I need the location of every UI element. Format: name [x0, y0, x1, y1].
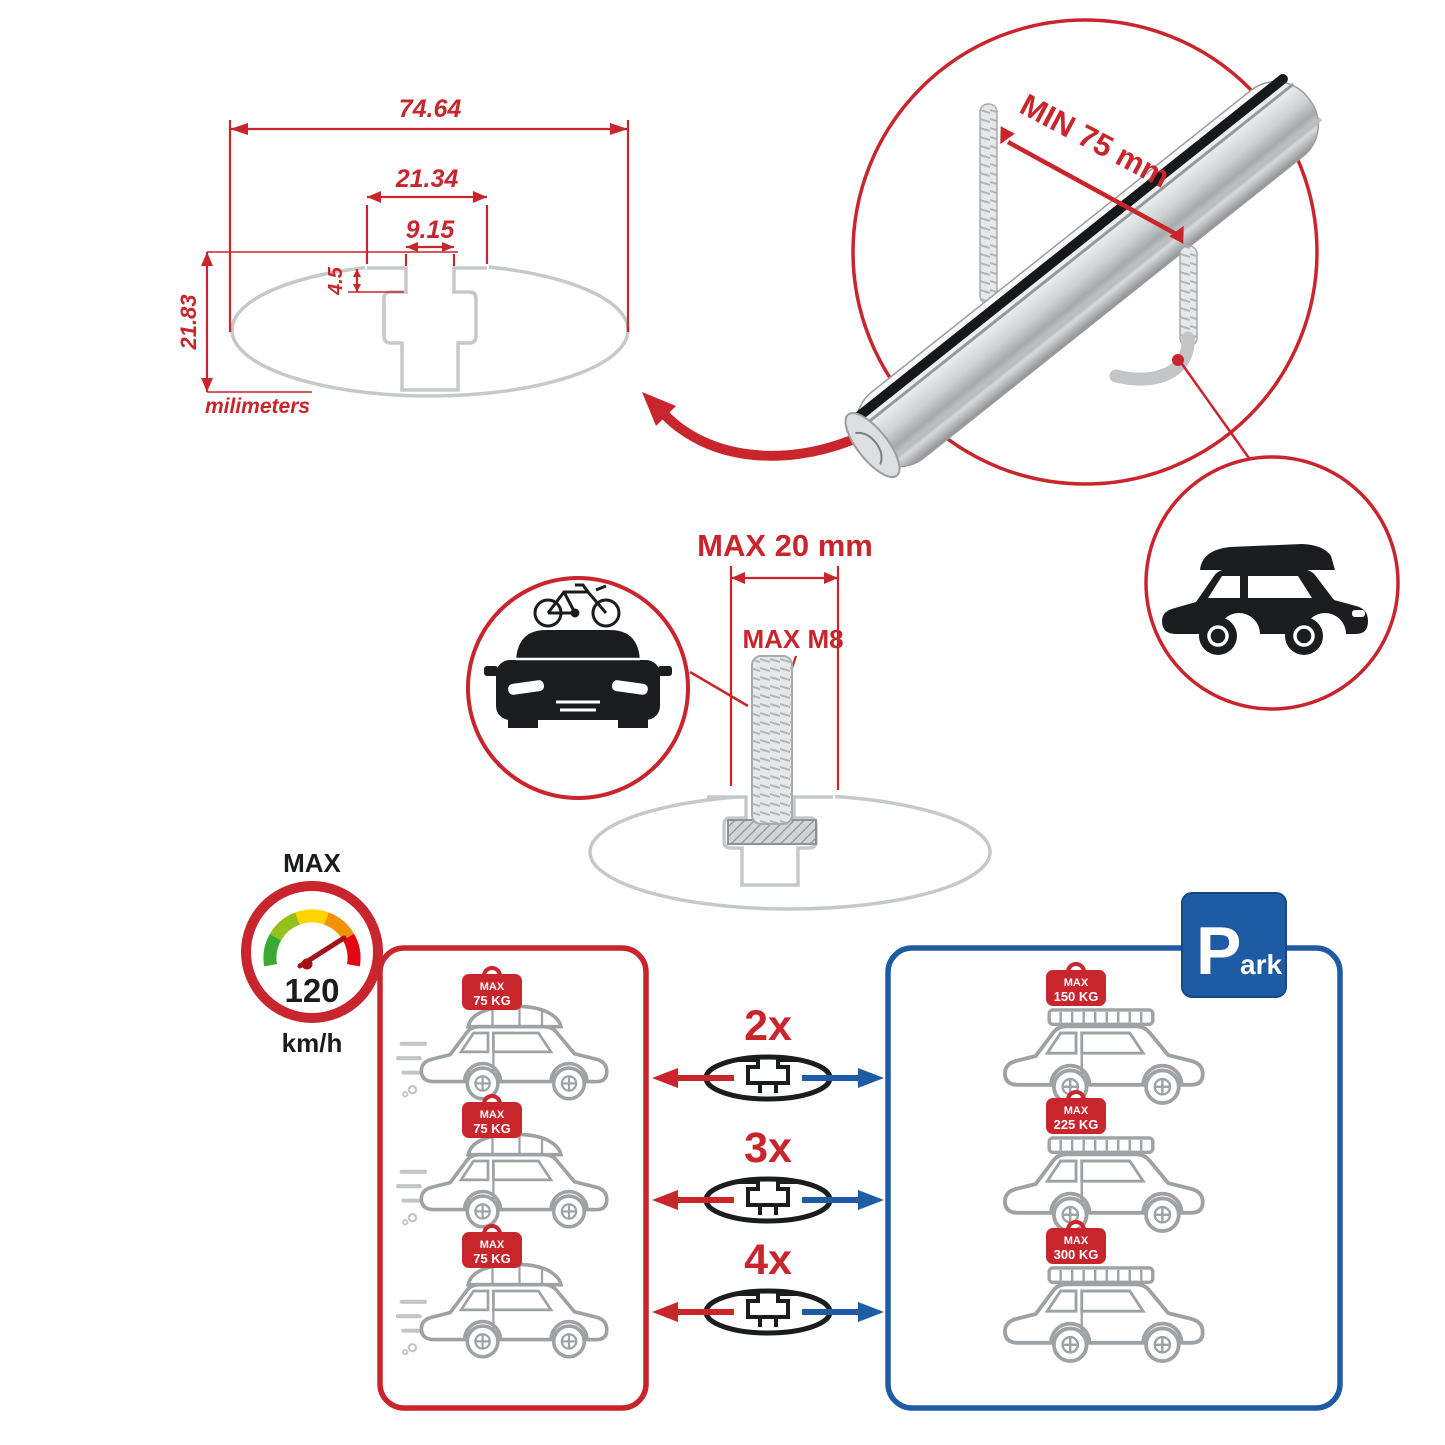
speedometer-icon	[263, 909, 361, 967]
dimension-lip-depth-label: 4.5	[325, 266, 347, 296]
connector-line-to-car	[1180, 363, 1258, 469]
bar-count-label: 3x	[744, 1124, 792, 1172]
load-tag-parked-3: MAX 300 KG	[1046, 1220, 1106, 1264]
load-tag-parked-1: MAX 150 KG	[1046, 962, 1106, 1006]
load-tag-max-label: MAX	[480, 981, 505, 993]
dimension-channel-width	[365, 191, 489, 264]
max-thread-label: MAX M8	[742, 624, 843, 654]
arrow-to-driving-head	[652, 1302, 678, 1322]
load-tag-max-label: MAX	[480, 1109, 505, 1121]
load-tag-max-label: MAX	[1064, 1235, 1089, 1247]
parking-sign: P ark	[1181, 892, 1287, 998]
dimension-profile-height	[201, 251, 458, 393]
crossbar-render	[844, 74, 1323, 478]
roofbox-car-badge	[1144, 455, 1400, 711]
bar-count-row-3x: 3x	[652, 1124, 884, 1221]
load-tag-weight: 75 KG	[473, 1251, 511, 1266]
arrow-to-driving-head	[652, 1190, 678, 1210]
dimension-slot-opening	[404, 242, 456, 266]
dimension-total-width	[228, 120, 630, 332]
dimension-bolt-width	[729, 566, 840, 790]
speed-limit-badge: MAX 120 km/h	[241, 848, 383, 1058]
car-front-icon	[484, 630, 672, 728]
cross-section-diagram: 74.64 21.34 9.15 4.5	[176, 95, 630, 418]
gauge-pivot	[301, 958, 313, 970]
roofbox-car-icon	[1162, 544, 1368, 655]
max-length-label: MAX 20 mm	[697, 528, 873, 563]
arrow-to-parked-head	[858, 1190, 884, 1210]
bolt-detail: MAX 20 mm MAX M8	[588, 528, 992, 911]
bar-count-label: 4x	[744, 1236, 792, 1284]
load-tag-max-label: MAX	[480, 1239, 505, 1251]
load-tag-weight: 300 KG	[1054, 1247, 1099, 1262]
dimension-slot-opening-label: 9.15	[406, 216, 456, 244]
bar-count-row-4x: 4x	[652, 1236, 884, 1333]
dimension-total-width-label: 74.64	[399, 95, 462, 123]
speed-unit: km/h	[282, 1028, 343, 1058]
pointer-arrow	[642, 392, 857, 461]
profile-ellipse	[230, 262, 630, 398]
leader-line-to-bolt	[689, 670, 749, 708]
dimension-profile-height-label: 21.83	[176, 294, 201, 350]
parking-sign-letter: P	[1196, 913, 1241, 989]
bike-icon	[533, 583, 621, 628]
profile-t-slot	[367, 266, 487, 392]
bike-car-badge	[466, 576, 749, 800]
speed-max-label: MAX	[283, 848, 341, 878]
crossbar-detail-circle: MIN 75 mm	[844, 18, 1323, 486]
bar-count-label: 2x	[744, 1002, 792, 1050]
dimension-lip-depth	[348, 269, 404, 293]
clamp-strap	[1109, 331, 1195, 386]
load-tag-weight: 225 KG	[1054, 1117, 1099, 1132]
arrow-to-parked-head	[858, 1302, 884, 1322]
load-tag-parked-2: MAX 225 KG	[1046, 1090, 1106, 1134]
units-label: milimeters	[205, 395, 310, 418]
arrow-to-driving-head	[652, 1068, 678, 1088]
clamp-rod-left	[979, 103, 998, 305]
speed-value: 120	[284, 972, 339, 1009]
bar-count-row-2x: 2x	[652, 1002, 884, 1099]
clamp-rod-right	[1179, 245, 1198, 347]
load-tag-weight: 150 KG	[1054, 989, 1099, 1004]
profile-flat-top	[365, 255, 489, 269]
load-tag-driving-3: MAX 75 KG	[462, 1224, 522, 1268]
bolt-stud	[751, 655, 793, 825]
parking-sign-rest: ark	[1240, 949, 1282, 980]
load-tag-weight: 75 KG	[473, 993, 511, 1008]
attachment-point-dot	[1172, 354, 1184, 366]
load-tag-max-label: MAX	[1064, 1105, 1089, 1117]
gauge-ring	[241, 881, 383, 1023]
arrow-to-parked-head	[858, 1068, 884, 1088]
load-tag-weight: 75 KG	[473, 1121, 511, 1136]
dimension-channel-width-label: 21.34	[395, 165, 459, 193]
load-tag-max-label: MAX	[1064, 977, 1089, 989]
load-tag-driving-2: MAX 75 KG	[462, 1094, 522, 1138]
load-tag-driving-1: MAX 75 KG	[462, 966, 522, 1010]
